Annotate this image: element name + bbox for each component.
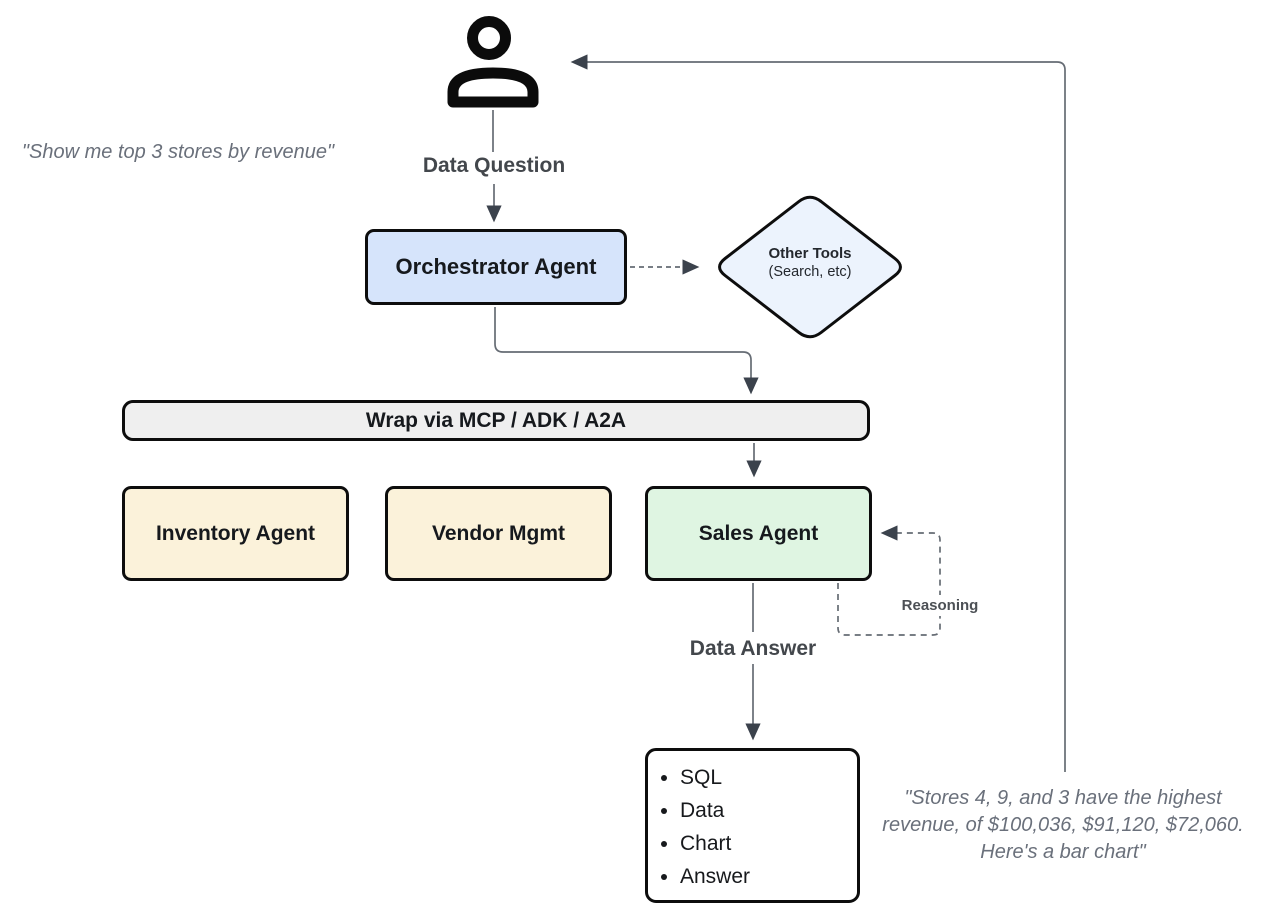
other-tools-subtitle: (Search, etc) (768, 264, 852, 280)
answer-to-user-arrow (570, 54, 1066, 772)
reasoning-label: Reasoning (892, 595, 988, 616)
other-tools-title: Other Tools (768, 245, 852, 262)
vendor-mgmt-node: Vendor Mgmt (385, 486, 612, 581)
answer-quote-line1: "Stores 4, 9, and 3 have the highest (904, 787, 1222, 809)
wrap-bar-label: Wrap via MCP / ADK / A2A (365, 408, 627, 432)
vendor-mgmt-label: Vendor Mgmt (431, 521, 565, 545)
orchestrator-to-wrap-arrow (494, 307, 759, 395)
data-answer-label: Data Answer (689, 637, 817, 660)
output-item-chart: Chart (680, 827, 750, 860)
sales-agent-label: Sales Agent (698, 521, 819, 545)
user-icon (447, 16, 539, 108)
output-list: SQL Data Chart Answer (648, 761, 750, 893)
sales-agent-node: Sales Agent (645, 486, 872, 581)
answer-quote: "Stores 4, 9, and 3 have the highest rev… (873, 785, 1253, 866)
other-tools-label-group: Other Tools (Search, etc) (735, 244, 885, 282)
output-item-answer: Answer (680, 860, 750, 893)
inventory-agent-label: Inventory Agent (155, 521, 316, 545)
output-list-node: SQL Data Chart Answer (645, 748, 860, 903)
output-item-sql: SQL (680, 761, 750, 794)
inventory-agent-node: Inventory Agent (122, 486, 349, 581)
output-item-data: Data (680, 794, 750, 827)
wrap-mcp-adk-a2a-bar: Wrap via MCP / ADK / A2A (122, 400, 870, 441)
answer-quote-line3: Here's a bar chart" (980, 841, 1146, 863)
answer-quote-line2: revenue, of $100,036, $91,120, $72,060. (882, 814, 1244, 836)
user-query-quote: "Show me top 3 stores by revenue" (21, 141, 335, 163)
data-question-label: Data Question (422, 154, 566, 177)
orchestrator-agent-label: Orchestrator Agent (395, 254, 597, 279)
other-tools-diamond (718, 195, 902, 339)
orchestrator-agent-node: Orchestrator Agent (365, 229, 627, 305)
